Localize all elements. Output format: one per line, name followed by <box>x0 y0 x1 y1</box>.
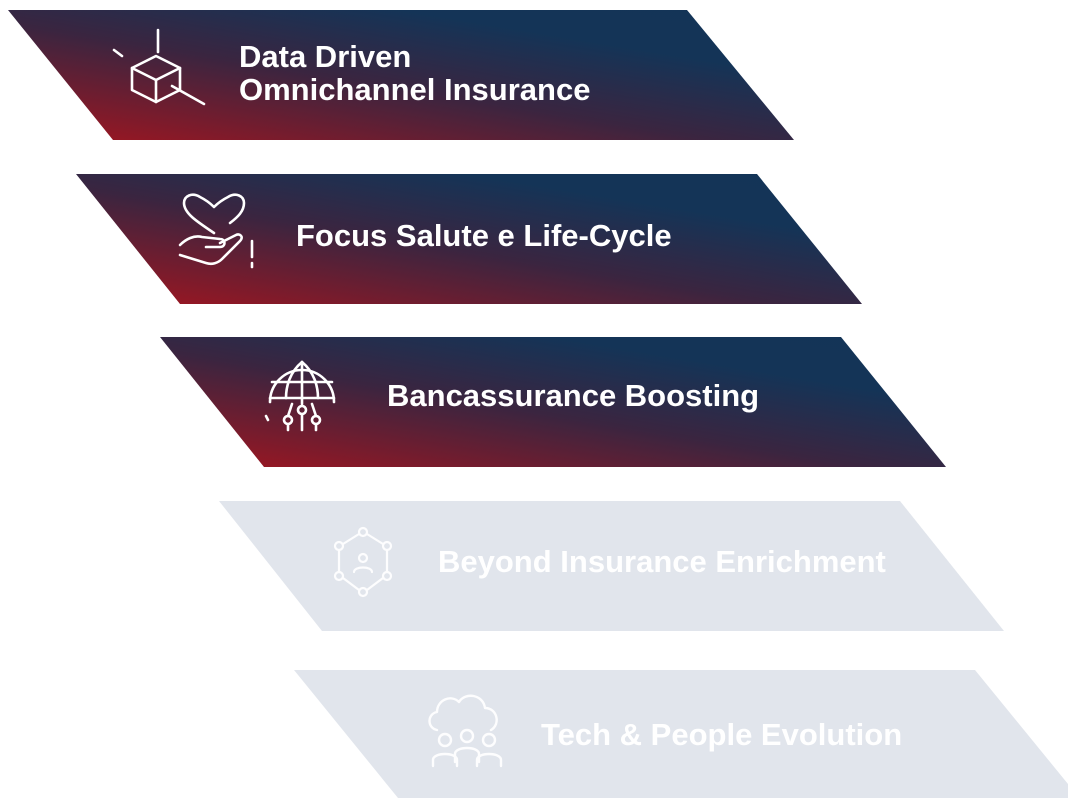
label-line-2: Omnichannel Insurance <box>239 72 591 107</box>
cloud-people-icon <box>423 690 511 775</box>
network-nodes-icon <box>326 524 400 609</box>
label-bancassurance: Bancassurance Boosting <box>387 378 760 413</box>
label-data-driven: Data Driven Omnichannel Insurance <box>239 40 590 106</box>
label-focus-salute: Focus Salute e Life-Cycle <box>296 218 672 253</box>
label-tech-people: Tech & People Evolution <box>541 717 903 752</box>
heart-hand-icon <box>176 193 258 280</box>
globe-network-icon <box>262 358 344 445</box>
box-cursor-icon <box>110 28 210 113</box>
label-beyond-insurance: Beyond Insurance Enrichment <box>438 544 886 579</box>
label-line-1: Data Driven <box>239 39 412 74</box>
